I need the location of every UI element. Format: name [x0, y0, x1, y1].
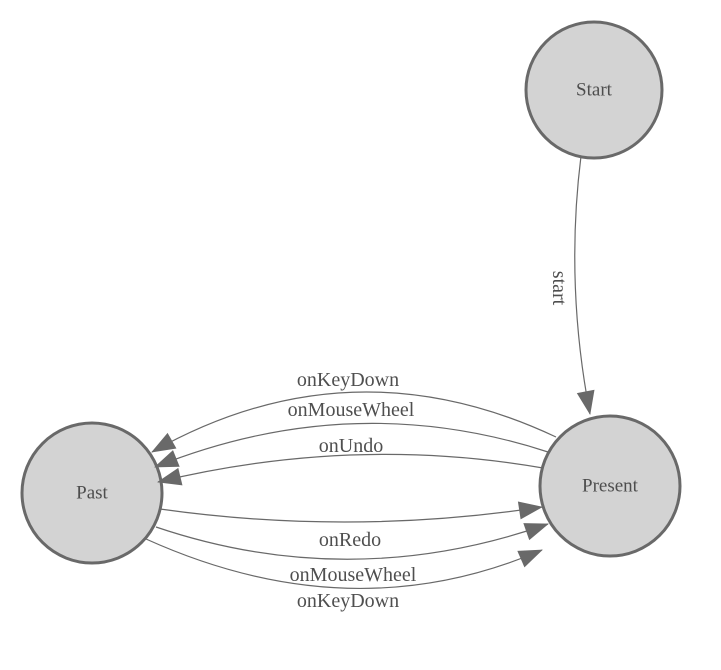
node-start[interactable]: Start [524, 20, 664, 160]
edge-label-present-to-past-undo: onUndo [319, 435, 383, 457]
node-label-past: Past [76, 483, 108, 504]
edge-past-to-present-redo [159, 501, 543, 523]
edge-start-to-present [574, 155, 595, 415]
edge-past-to-present-keydown [145, 538, 543, 590]
node-circle-present[interactable] [538, 414, 682, 558]
edge-label-present-to-past-wheel: onMouseWheel [288, 399, 415, 421]
edge-label-past-to-present-keydown: onKeyDown [297, 590, 399, 612]
node-label-present: Present [582, 476, 639, 497]
node-circle-past[interactable] [20, 421, 164, 565]
edges-layer [145, 155, 595, 590]
node-label-start: Start [576, 80, 613, 101]
edge-label-past-to-present-wheel: onMouseWheel [290, 564, 417, 586]
edge-past-to-present-wheel [155, 523, 549, 560]
edge-label-start-to-present: start [548, 271, 570, 306]
edge-present-to-past-keydown [151, 391, 557, 453]
labels-layer: start onKeyDown onMouseWheel onUndo onRedo on… [288, 271, 570, 612]
edge-label-present-to-past-keydown: onKeyDown [297, 369, 399, 391]
edge-present-to-past-undo [157, 453, 544, 486]
node-past[interactable]: Past [20, 421, 164, 565]
node-circle-start[interactable] [524, 20, 664, 160]
node-present[interactable]: Present [538, 414, 682, 558]
edge-label-past-to-present-redo: onRedo [319, 529, 381, 551]
edge-present-to-past-wheel [154, 422, 549, 468]
